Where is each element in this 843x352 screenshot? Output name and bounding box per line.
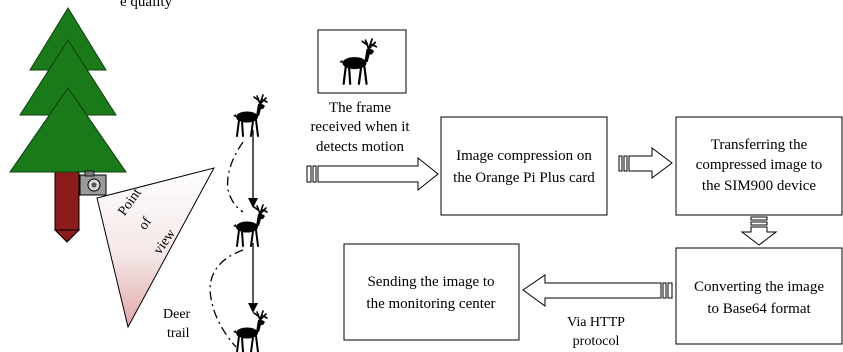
camera-view-area: [96, 167, 215, 329]
compression-text-1: Image compression on: [456, 148, 592, 164]
compression-text-2: the Orange Pi Plus card: [453, 170, 595, 186]
convert-text-1: Converting the image: [694, 279, 824, 295]
deer-icon-2: [232, 204, 268, 247]
frame-caption-3: detects motion: [316, 139, 404, 155]
transfer-text-3: the SIM900 device: [702, 178, 816, 194]
trail-arrowhead-1: [248, 198, 258, 208]
send-text-2: the monitoring center: [366, 296, 495, 312]
http-label-2: protocol: [573, 334, 620, 349]
convert-text-2: to Base64 format: [707, 301, 811, 317]
camera-icon: [79, 170, 107, 196]
frame-caption-1: The frame: [329, 100, 391, 116]
arrow-icon-to-compression: [306, 156, 439, 192]
http-label-1: Via HTTP: [567, 315, 625, 330]
deer-icon-1: [232, 94, 268, 137]
trail-arrowhead-2: [248, 303, 258, 313]
deer-trail-label-1: Deer: [163, 307, 191, 322]
tree-icon: [9, 7, 127, 243]
frame-caption-2: received when it: [310, 119, 410, 135]
arrow-icon-to-send: [522, 274, 673, 307]
convert-box: [675, 247, 843, 345]
trail-path: [209, 141, 244, 348]
send-box: [343, 243, 520, 341]
send-text-1: Sending the image to: [367, 274, 494, 290]
deer-trail: [209, 94, 268, 352]
deer-icon-3: [232, 310, 268, 352]
transfer-text-1: Transferring the: [711, 137, 808, 153]
deer-trail-label-2: trail: [167, 326, 190, 341]
arrow-icon-to-convert: [740, 216, 778, 246]
transfer-text-2: compressed image to: [696, 157, 823, 173]
transfer-box: [675, 116, 843, 216]
compression-box: [440, 116, 608, 216]
arrow-icon-to-transfer: [618, 147, 673, 179]
top-clipped-text: e quality: [120, 0, 173, 10]
